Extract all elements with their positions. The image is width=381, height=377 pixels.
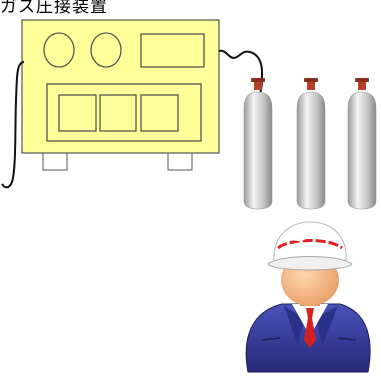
gas-cylinders xyxy=(244,78,376,209)
gas-cylinder-2 xyxy=(297,78,325,209)
apparatus-foot-left xyxy=(43,153,67,170)
welding-hose-left xyxy=(2,62,24,187)
welding-apparatus xyxy=(22,20,219,170)
gas-cylinder-1 xyxy=(244,78,272,209)
worker-figure xyxy=(246,222,370,372)
hard-hat xyxy=(268,222,352,270)
apparatus-foot-right xyxy=(168,153,192,170)
gas-cylinder-3 xyxy=(348,78,376,209)
apparatus-housing xyxy=(22,20,219,153)
